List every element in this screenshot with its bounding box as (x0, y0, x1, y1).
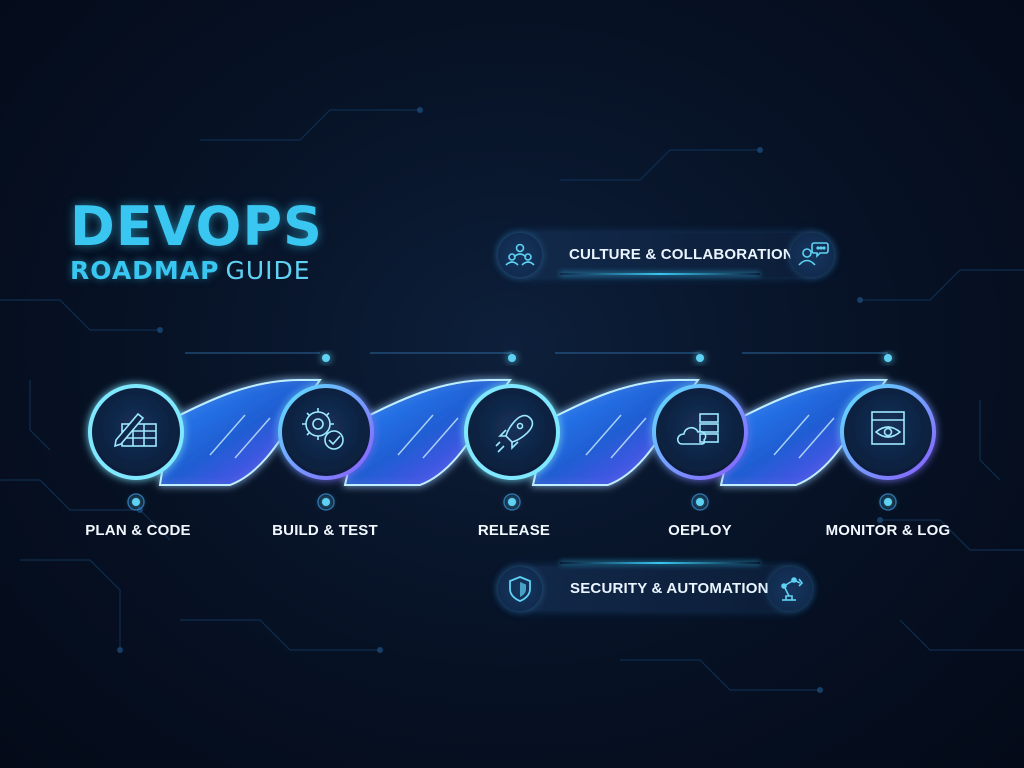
cloud-server-icon (676, 413, 719, 445)
robotic-arm-icon (768, 567, 812, 611)
team-people-icon (498, 233, 542, 277)
stage-label-release: RELEASE (477, 522, 551, 539)
connector-ribbons (158, 379, 888, 486)
stage-node-3 (464, 384, 560, 480)
security-automation-label: SECURITY & AUTOMATION (570, 580, 769, 597)
stage-node-1 (88, 384, 184, 480)
stage-label-build-test: BUILD & TEST (272, 522, 378, 539)
shield-icon (498, 567, 542, 611)
title-devops: DEVOPS (70, 195, 323, 258)
culture-collaboration-pill (498, 233, 834, 277)
rocket-icon (495, 414, 534, 453)
culture-glow-line (560, 273, 760, 275)
eye-monitor-icon (871, 411, 905, 445)
security-glow-line (560, 562, 760, 564)
culture-collaboration-label: CULTURE & COLLABORATION (569, 246, 794, 263)
gear-check-icon (302, 408, 344, 450)
title-roadmap: ROADMAP (70, 256, 220, 285)
title-guide: GUIDE (225, 256, 311, 285)
stage-label-deploy: OEPLOY (668, 522, 732, 539)
user-chat-icon (790, 233, 834, 277)
security-automation-pill (498, 567, 812, 611)
pencil-grid-icon (113, 412, 157, 448)
stage-label-plan-code: PLAN & CODE (85, 522, 191, 539)
stage-node-5 (840, 384, 936, 480)
stage-label-monitor-log: MONITOR & LOG (825, 522, 951, 539)
